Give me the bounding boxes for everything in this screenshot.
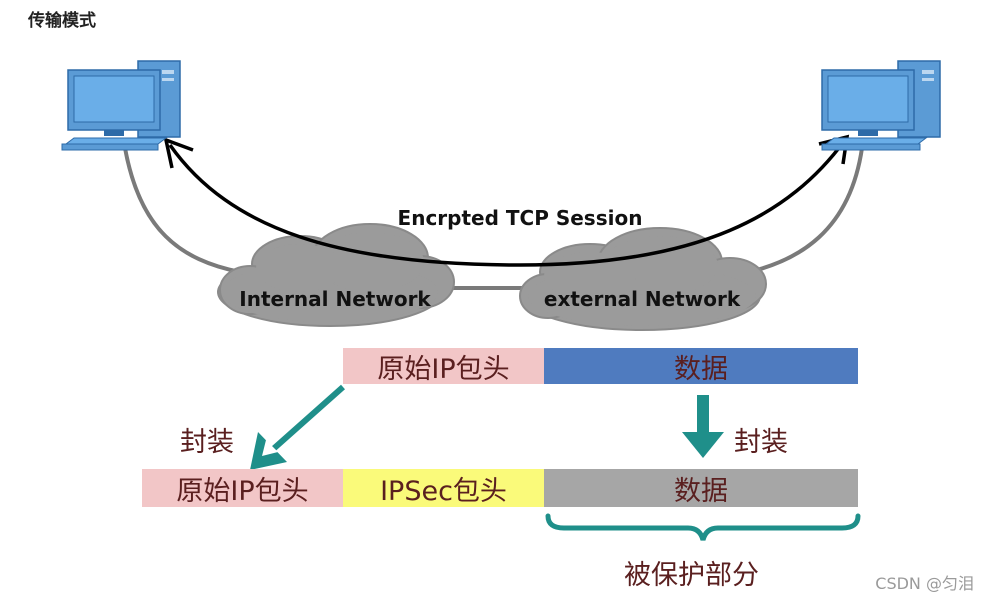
session-label: Encrpted TCP Session [398,206,643,230]
encapsulate-label-left: 封装 [180,427,234,458]
cloud-external-icon [519,227,767,331]
external-network-label: external Network [544,287,741,311]
top-ip-header-cell: 原始IP包头 [343,348,544,385]
encapsulate-label-right: 封装 [734,427,788,458]
computer-left-icon [61,60,181,151]
internal-network-label: Internal Network [239,287,431,311]
top-data-cell: 数据 [544,348,858,385]
session-arrow [168,138,847,267]
bottom-ip-header-cell: 原始IP包头 [142,469,343,507]
protected-brace-icon [545,513,861,541]
cable-right [739,147,864,276]
cloud-internal-icon [217,223,455,327]
bottom-ipsec-header-cell: IPSec包头 [343,469,544,507]
cable-left [123,147,241,274]
protected-part-label: 被保护部分 [624,560,759,591]
encapsulate-arrow-left-icon [250,384,345,470]
encapsulate-arrow-down-icon [682,395,724,458]
session-arrowhead-left-icon [163,137,194,169]
bottom-data-cell: 数据 [544,469,858,507]
page-title: 传输模式 [28,11,96,31]
watermark: CSDN @匀泪 [875,574,974,593]
computer-right-icon [821,60,941,151]
